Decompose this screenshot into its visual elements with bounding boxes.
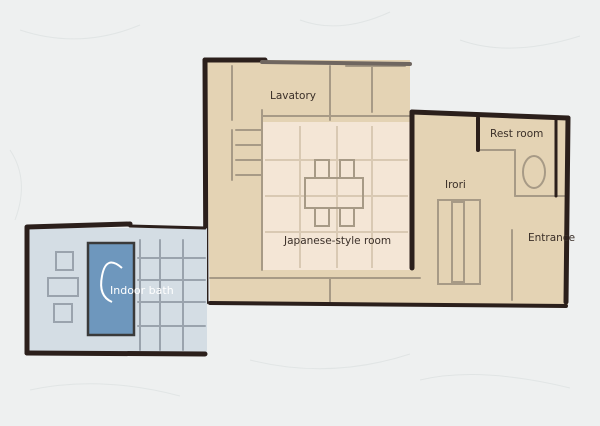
bath-walls	[24, 221, 208, 357]
bathtub	[86, 241, 136, 337]
wash-stations	[47, 251, 79, 323]
main-building	[202, 57, 571, 308]
interior-partitions	[209, 65, 567, 305]
low-table	[304, 159, 364, 227]
bath-tile-grid	[137, 239, 206, 351]
toilet-icon	[522, 155, 546, 189]
tatami-grid	[265, 126, 408, 268]
roof-edge	[260, 60, 412, 66]
label-lavatory: Lavatory	[270, 90, 316, 102]
label-japanese-style-room: Japanese-style room	[283, 235, 391, 247]
label-indoor-bath: Indoor bath	[110, 284, 174, 297]
bath-water-swirl	[100, 261, 123, 303]
label-rest-room: Rest room	[490, 128, 543, 140]
label-irori: Irori	[445, 179, 466, 191]
irori-hearth	[437, 199, 481, 285]
bath-building	[24, 221, 208, 357]
outer-walls	[202, 57, 571, 308]
label-entrance: Entrance	[528, 232, 575, 244]
